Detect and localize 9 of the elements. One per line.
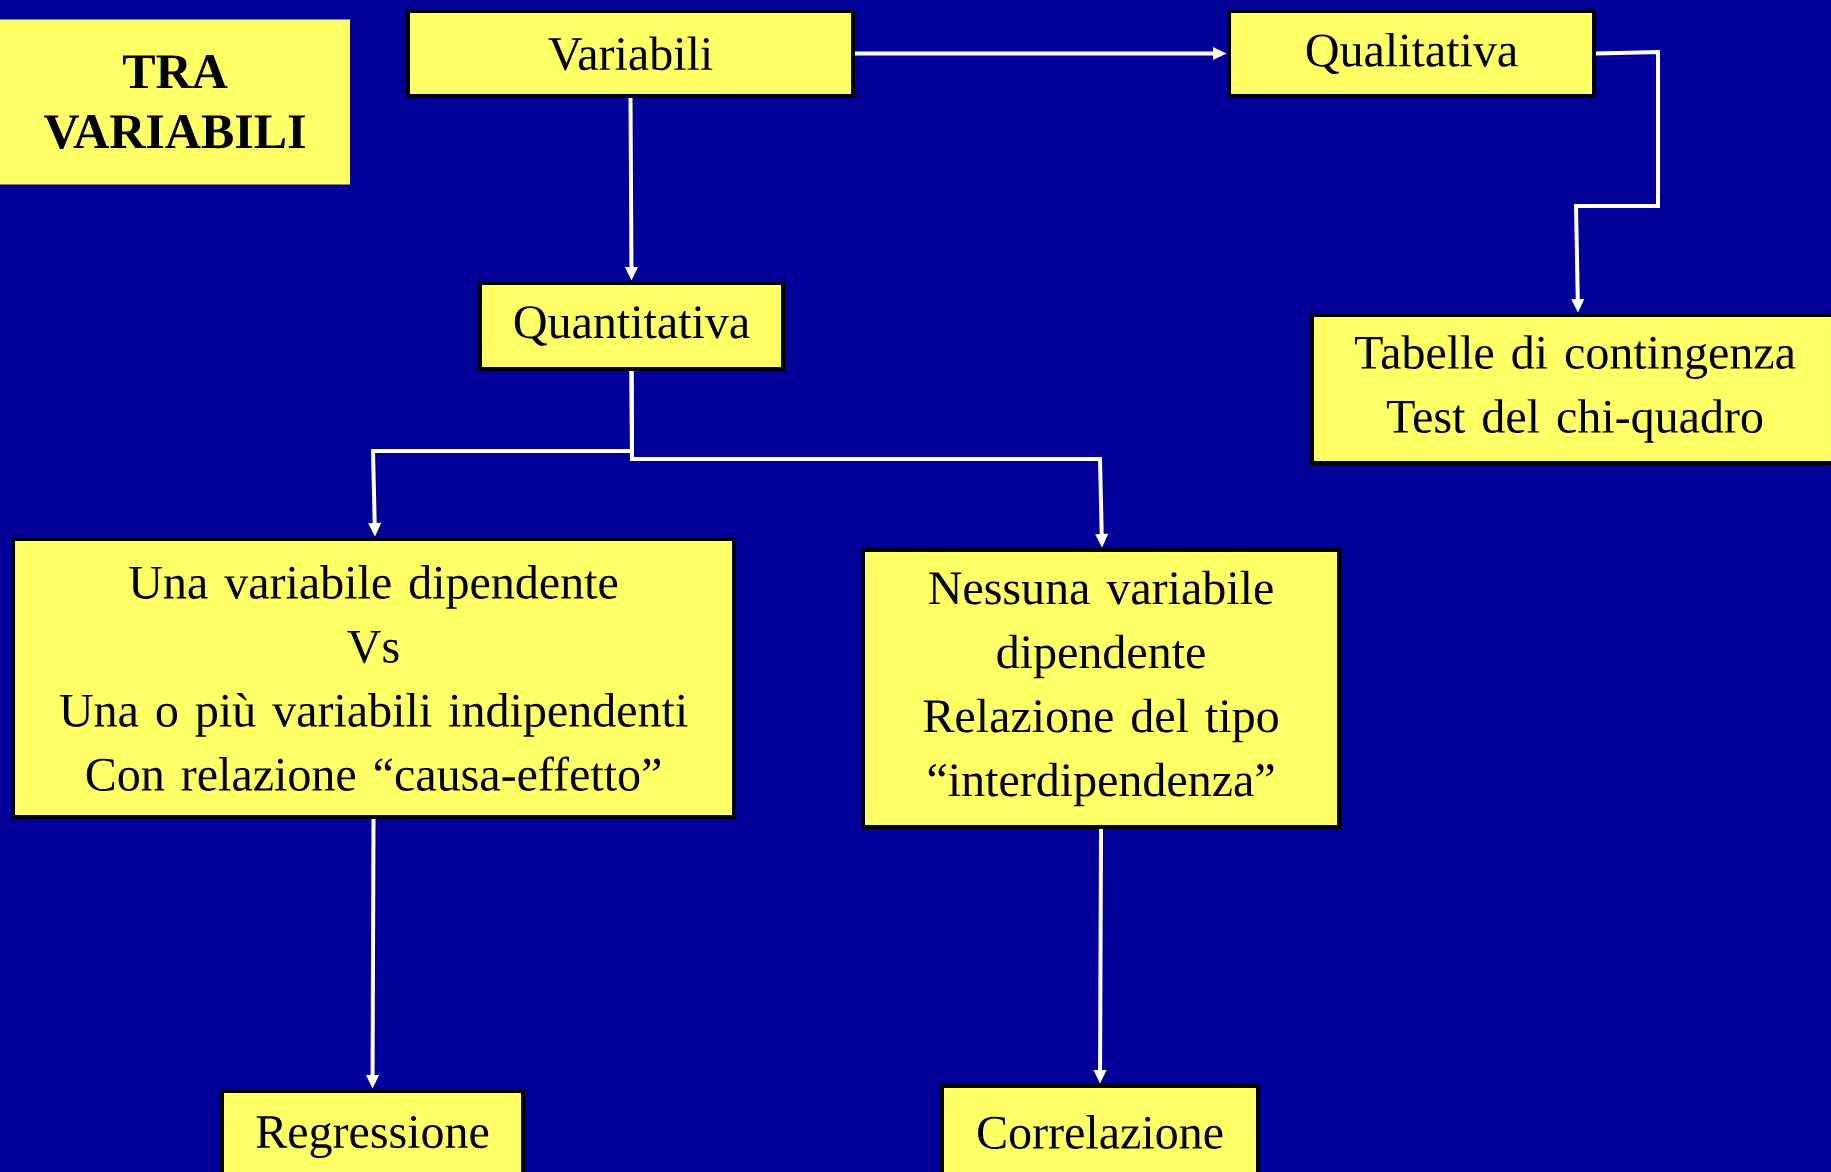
- process-box: Una variabile dipendente Vs Una o più variabili indipendenti Con relazione “causa-effetto”: [11, 537, 736, 819]
- process-box: Nessuna variabile dipendente Relazione del tipo “interdipendenza”: [861, 548, 1341, 829]
- process-box: Correlazione: [940, 1084, 1260, 1172]
- process-box: Regressione: [220, 1089, 525, 1172]
- process-box: Quantitativa: [478, 281, 785, 371]
- process-box: Variabili: [406, 9, 855, 98]
- process-box: Tabelle di contingenza Test del chi-quadro: [1310, 313, 1831, 465]
- process-box: Qualitativa: [1227, 9, 1596, 98]
- title-box: TRA VARIABILI: [0, 19, 350, 185]
